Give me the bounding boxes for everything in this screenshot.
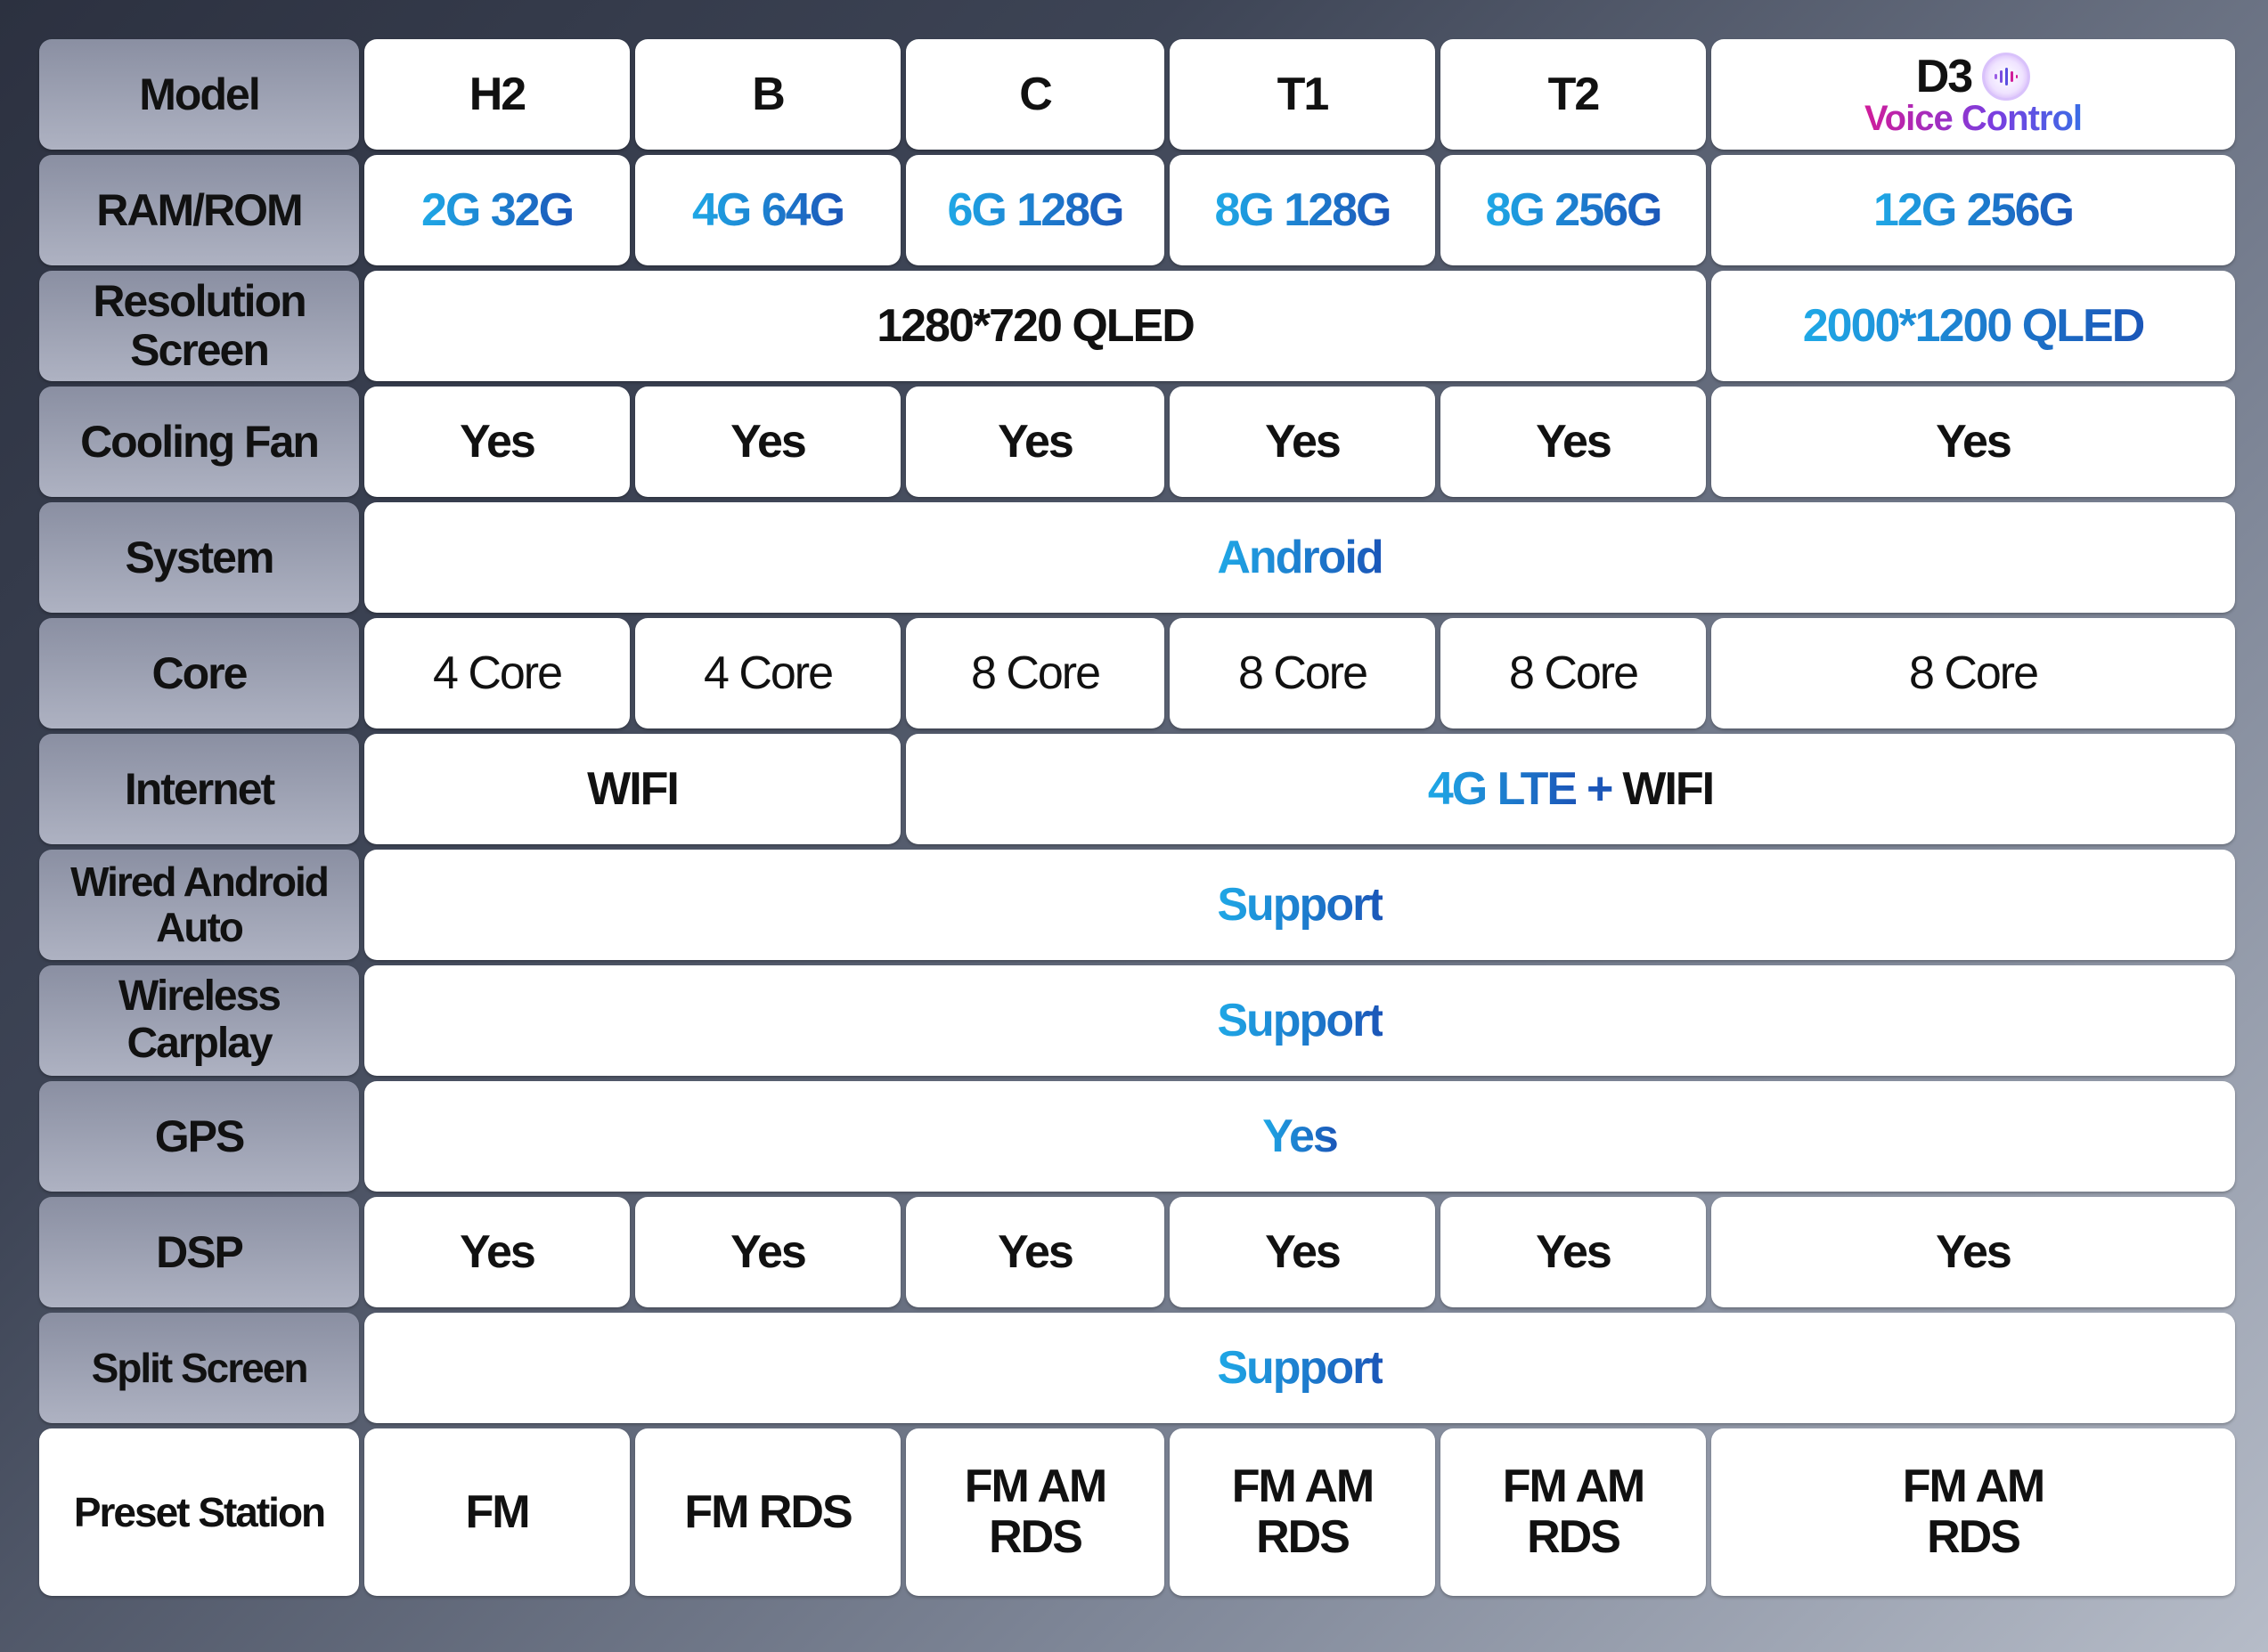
resolution-label-line2: Screen [130, 325, 270, 375]
preset-c-line2: RDS [989, 1511, 1083, 1563]
gps-value-text: Yes [1262, 1111, 1339, 1162]
resolution-label-line1: Resolution [93, 276, 306, 326]
ram-c-value: 6G 128G [947, 184, 1124, 236]
preset-d3-line2: RDS [1927, 1511, 2021, 1563]
wired-label-line1: Wired Android [70, 859, 330, 906]
ram-t2: 8G 256G [1440, 155, 1706, 265]
ram-b-value: 4G 64G [691, 184, 845, 236]
row-header-system: System [39, 502, 359, 613]
fan-t2: Yes [1440, 387, 1706, 497]
voice-control-label: Voice Control [1864, 99, 2083, 138]
preset-t2-line1: FM AM [1502, 1460, 1645, 1512]
dsp-t2: Yes [1440, 1197, 1706, 1307]
internet-wifi-part: WIFI [1622, 763, 1715, 815]
model-t2: T2 [1440, 39, 1706, 150]
wireless-value-text: Support [1217, 995, 1383, 1046]
row-header-wireless-carplay: Wireless Carplay [39, 965, 359, 1076]
internet-lte: 4G LTE [1427, 763, 1578, 815]
row-header-wired-android-auto: Wired Android Auto [39, 850, 359, 960]
internet-plus: + [1587, 763, 1613, 815]
voice-wave-icon [1982, 53, 2031, 101]
row-header-preset-station: Preset Station [39, 1428, 359, 1596]
fan-t1: Yes [1170, 387, 1435, 497]
wireless-label-line1: Wireless [118, 972, 281, 1021]
preset-c-line1: FM AM [964, 1460, 1107, 1512]
row-header-cooling-fan: Cooling Fan [39, 387, 359, 497]
core-c: 8 Core [906, 618, 1164, 728]
row-header-model: Model [39, 39, 359, 150]
core-h2: 4 Core [364, 618, 630, 728]
fan-b: Yes [635, 387, 901, 497]
model-c: C [906, 39, 1164, 150]
resolution-premium-value: 2000*1200 QLED [1802, 300, 2145, 352]
wired-label-line2: Auto [156, 904, 244, 950]
row-header-internet: Internet [39, 734, 359, 844]
preset-t1-line2: RDS [1256, 1511, 1350, 1563]
dsp-b: Yes [635, 1197, 901, 1307]
row-header-ram-rom: RAM/ROM [39, 155, 359, 265]
row-header-split-screen: Split Screen [39, 1313, 359, 1423]
ram-t1-value: 8G 128G [1214, 184, 1391, 236]
ram-h2-value: 2G 32G [420, 184, 575, 236]
dsp-d3: Yes [1711, 1197, 2235, 1307]
split-screen-value: Support [364, 1313, 2235, 1423]
row-header-dsp: DSP [39, 1197, 359, 1307]
preset-t2: FM AM RDS [1440, 1428, 1706, 1596]
model-b: B [635, 39, 901, 150]
model-d3-name: D3 [1915, 51, 1974, 102]
preset-t2-line2: RDS [1527, 1511, 1621, 1563]
fan-c: Yes [906, 387, 1164, 497]
preset-c: FM AM RDS [906, 1428, 1164, 1596]
preset-h2: FM [364, 1428, 630, 1596]
wired-value-text: Support [1217, 879, 1383, 931]
core-t1: 8 Core [1170, 618, 1435, 728]
dsp-h2: Yes [364, 1197, 630, 1307]
resolution-premium: 2000*1200 QLED [1711, 271, 2235, 381]
preset-t1-line1: FM AM [1231, 1460, 1375, 1512]
core-d3: 8 Core [1711, 618, 2235, 728]
wireless-label-line2: Carplay [126, 1020, 273, 1067]
model-t1: T1 [1170, 39, 1435, 150]
resolution-standard: 1280*720 QLED [364, 271, 1706, 381]
ram-t2-value: 8G 256G [1485, 184, 1662, 236]
ram-b: 4G 64G [635, 155, 901, 265]
ram-d3: 12G 256G [1711, 155, 2235, 265]
comparison-table: Model H2 B C T1 T2 D3 Voice Control RAM/… [39, 39, 2235, 1611]
ram-h2: 2G 32G [364, 155, 630, 265]
dsp-c: Yes [906, 1197, 1164, 1307]
internet-lte-wifi: 4G LTE + WIFI [906, 734, 2235, 844]
row-header-gps: GPS [39, 1081, 359, 1192]
row-header-core: Core [39, 618, 359, 728]
preset-d3: FM AM RDS [1711, 1428, 2235, 1596]
fan-d3: Yes [1711, 387, 2235, 497]
wired-android-auto-value: Support [364, 850, 2235, 960]
row-header-resolution: Resolution Screen [39, 271, 359, 381]
ram-c: 6G 128G [906, 155, 1164, 265]
ram-t1: 8G 128G [1170, 155, 1435, 265]
preset-d3-line1: FM AM [1902, 1460, 2045, 1512]
dsp-t1: Yes [1170, 1197, 1435, 1307]
model-d3-title: D3 [1915, 51, 2031, 102]
wireless-carplay-value: Support [364, 965, 2235, 1076]
preset-t1: FM AM RDS [1170, 1428, 1435, 1596]
system-value: Android [364, 502, 2235, 613]
split-value-text: Support [1217, 1342, 1383, 1394]
model-d3: D3 Voice Control [1711, 39, 2235, 150]
fan-h2: Yes [364, 387, 630, 497]
system-value-text: Android [1217, 532, 1383, 583]
core-b: 4 Core [635, 618, 901, 728]
internet-wifi: WIFI [364, 734, 901, 844]
gps-value: Yes [364, 1081, 2235, 1192]
core-t2: 8 Core [1440, 618, 1706, 728]
preset-b: FM RDS [635, 1428, 901, 1596]
model-h2: H2 [364, 39, 630, 150]
ram-d3-value: 12G 256G [1873, 184, 2075, 236]
